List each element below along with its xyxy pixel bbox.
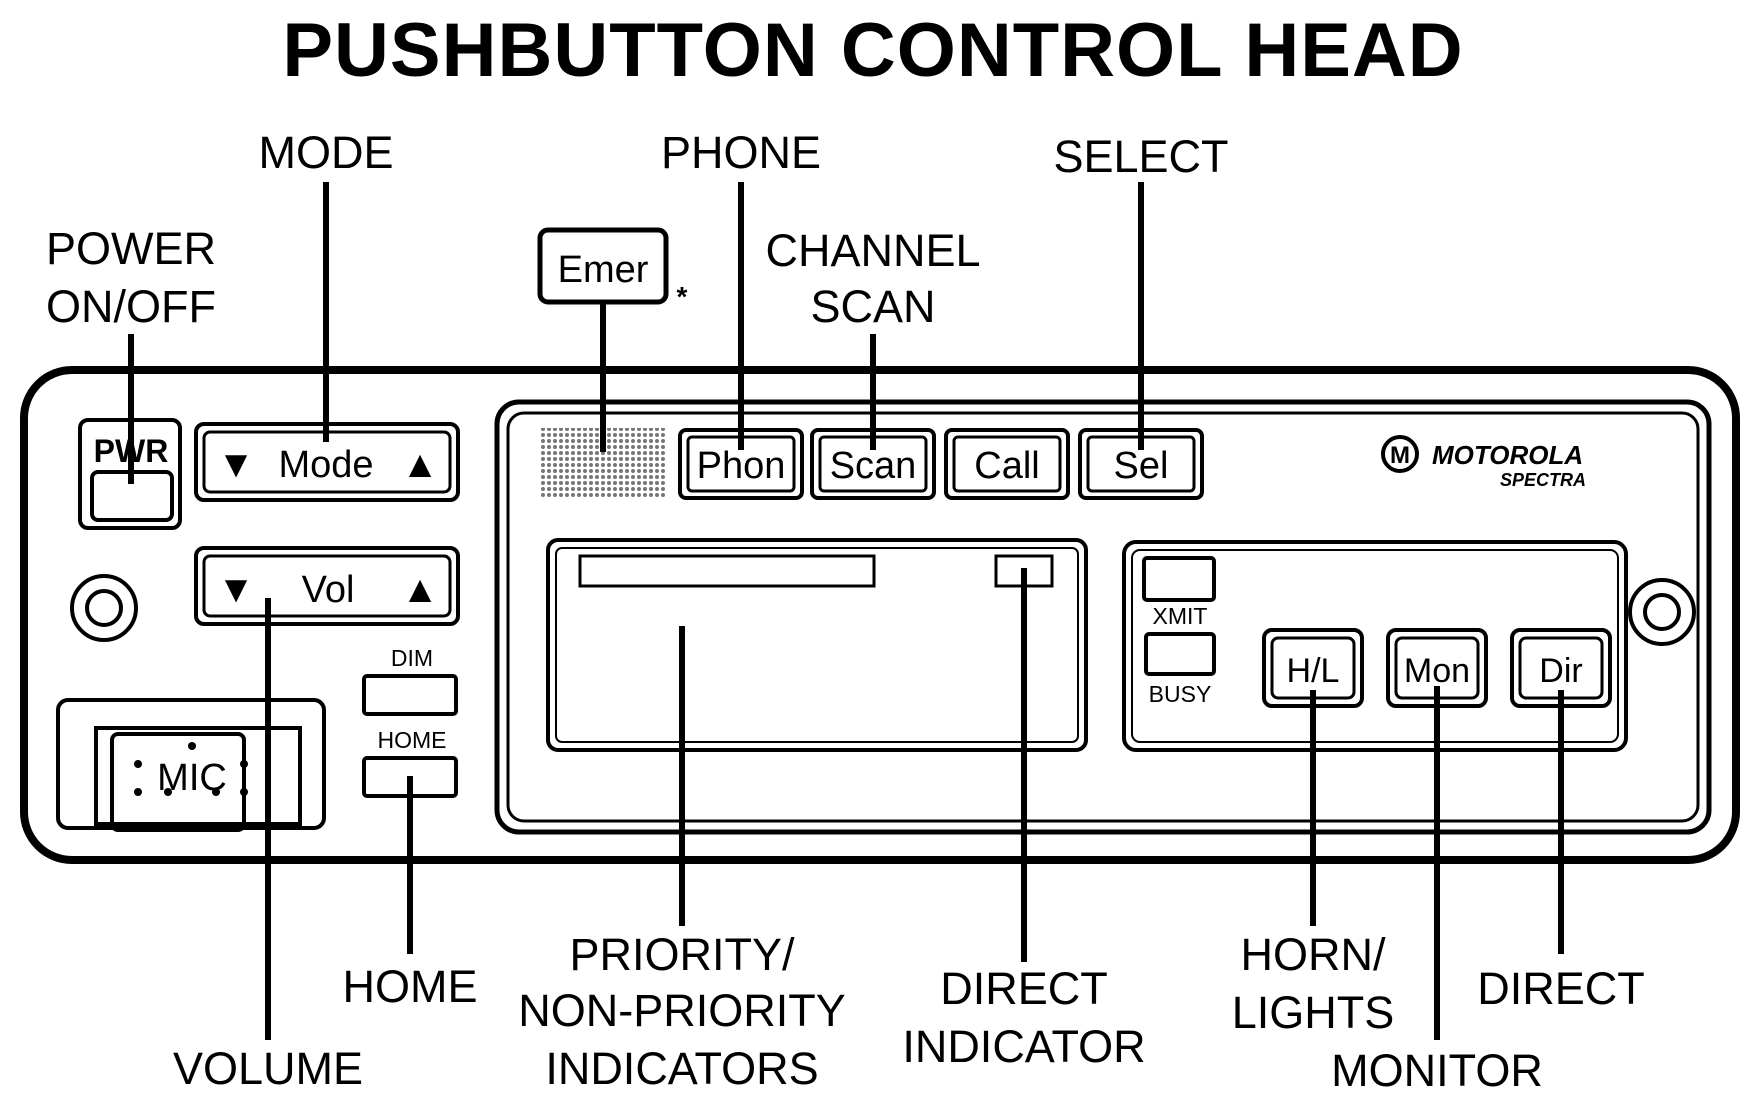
microphone-jack[interactable]: MIC [56, 698, 326, 832]
mode-rocker-button[interactable]: ▼ Mode ▲ [194, 422, 460, 502]
svg-text:Dir: Dir [1539, 652, 1582, 690]
callout-direct: DIRECT [1477, 963, 1645, 1014]
callout-select: SELECT [1053, 131, 1228, 182]
monitor-button[interactable]: Mon [1386, 628, 1488, 708]
callout-direct-indicator-line1: DIRECT [940, 963, 1108, 1014]
callout-direct-indicator-line2: INDICATOR [902, 1021, 1145, 1072]
emer-footnote-asterisk: * [677, 281, 688, 312]
svg-text:Sel: Sel [1114, 445, 1169, 487]
callout-horn-lights-line2: LIGHTS [1232, 987, 1395, 1038]
control-head-body [20, 366, 1740, 864]
mounting-screw-left [70, 574, 138, 642]
volume-down-arrow-icon[interactable]: ▼ [217, 569, 255, 611]
busy-label: BUSY [1149, 681, 1212, 707]
callout-channel-scan-line1: CHANNEL [765, 225, 980, 276]
callout-home: HOME [343, 961, 478, 1012]
scan-button[interactable]: Scan [810, 428, 936, 500]
motorola-symbol-icon: M [1390, 442, 1410, 469]
callout-horn-lights-line1: HORN/ [1241, 929, 1386, 980]
busy-indicator [1144, 632, 1216, 676]
callout-phone: PHONE [661, 127, 821, 178]
mounting-screw-right [1628, 578, 1696, 646]
callout-power-line2: ON/OFF [46, 281, 216, 332]
svg-text:Mon: Mon [1404, 652, 1470, 690]
svg-text:H/L: H/L [1287, 652, 1340, 690]
callout-priority-line3: INDICATORS [545, 1043, 818, 1094]
svg-text:Scan: Scan [830, 445, 917, 487]
dim-button[interactable] [362, 674, 458, 716]
mode-up-arrow-icon[interactable]: ▲ [401, 444, 439, 486]
xmit-label: XMIT [1153, 603, 1208, 629]
leader-lines [128, 182, 1564, 1040]
xmit-indicator [1142, 556, 1216, 602]
svg-text:Phon: Phon [697, 445, 786, 487]
emer-button-callout: Emer * [537, 227, 688, 312]
callout-priority-line1: PRIORITY/ [569, 929, 795, 980]
volume-button-label: Vol [302, 569, 355, 611]
svg-text:Call: Call [974, 445, 1039, 487]
svg-text:SPECTRA: SPECTRA [1500, 470, 1586, 490]
dim-label: DIM [391, 645, 433, 671]
select-button[interactable]: Sel [1078, 428, 1204, 500]
callout-volume: VOLUME [173, 1043, 363, 1094]
volume-up-arrow-icon[interactable]: ▲ [401, 569, 439, 611]
callout-monitor: MONITOR [1331, 1045, 1543, 1096]
callout-mode: MODE [259, 127, 394, 178]
priority-indicator-bar [578, 554, 876, 588]
callout-power-line1: POWER [46, 223, 216, 274]
volume-rocker-button[interactable]: ▼ Vol ▲ [194, 546, 460, 626]
mode-button-label: Mode [278, 444, 373, 486]
callout-channel-scan-line2: SCAN [810, 281, 935, 332]
display-window [546, 538, 1088, 752]
motorola-logo: M MOTOROLA SPECTRA [1381, 435, 1586, 490]
callout-priority-line2: NON-PRIORITY [518, 985, 846, 1036]
diagram-title: PUSHBUTTON CONTROL HEAD [282, 8, 1463, 93]
svg-text:Emer: Emer [558, 249, 649, 291]
home-small-label: HOME [378, 727, 447, 753]
svg-text:MOTOROLA: MOTOROLA [1432, 440, 1583, 470]
call-button[interactable]: Call [944, 428, 1070, 500]
mode-down-arrow-icon[interactable]: ▼ [217, 444, 255, 486]
right-button-panel [1122, 540, 1628, 752]
